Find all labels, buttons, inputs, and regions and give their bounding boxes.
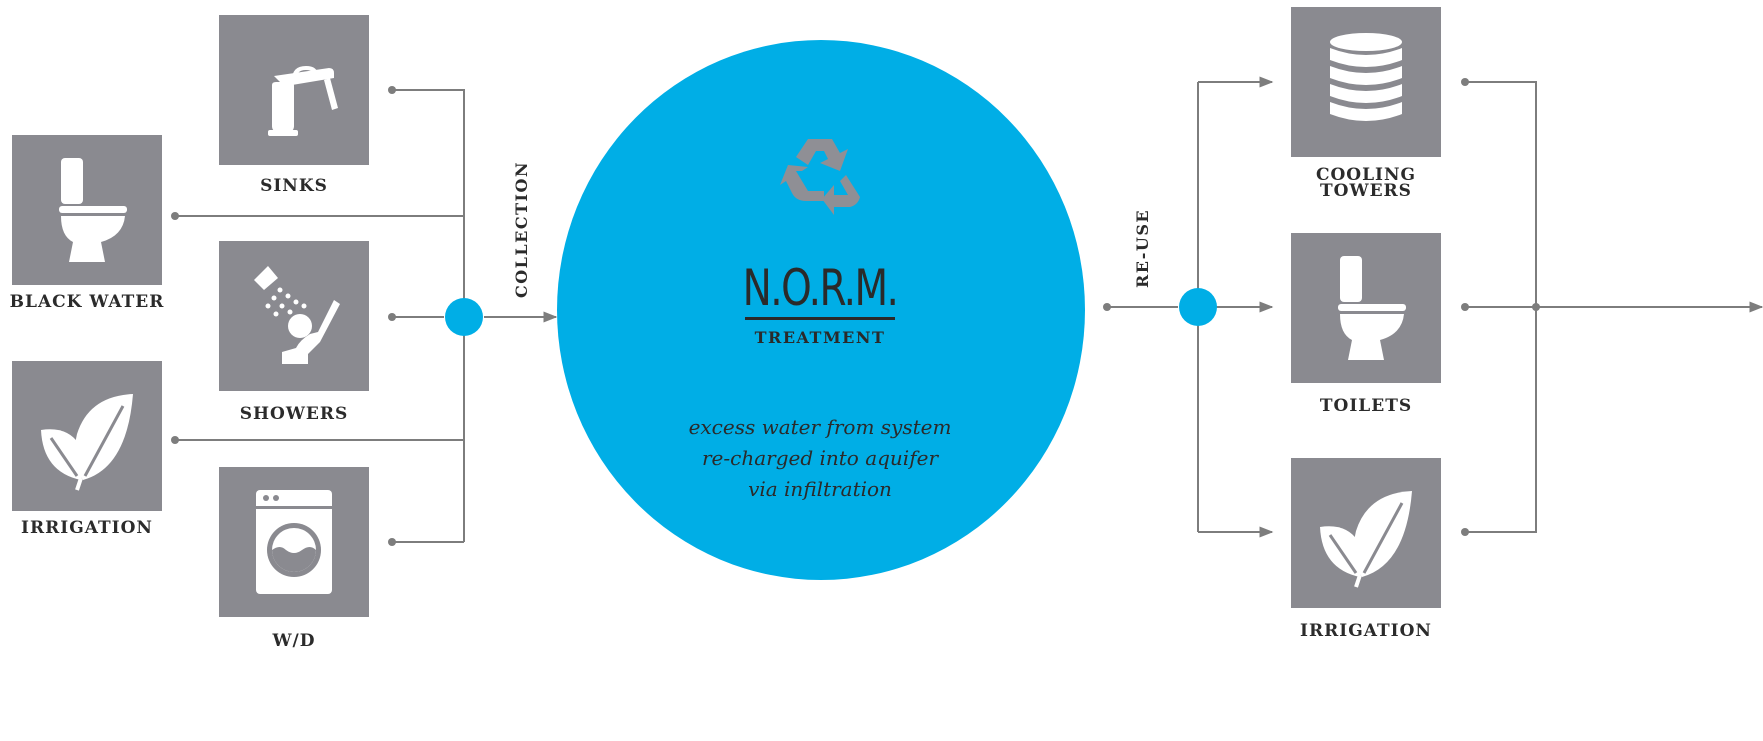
connector-dot bbox=[388, 313, 396, 321]
treatment-circle bbox=[557, 40, 1085, 580]
toilet-icon bbox=[59, 158, 127, 262]
cooling-towers-tile bbox=[1291, 7, 1441, 157]
connector-dot bbox=[388, 538, 396, 546]
junction-dot bbox=[1532, 303, 1540, 311]
irrigation-source-tile bbox=[12, 361, 162, 511]
reuse-label: RE-USE bbox=[1133, 208, 1152, 288]
connector-dot bbox=[1461, 78, 1469, 86]
irrigation-dest-label: IRRIGATION bbox=[1300, 621, 1432, 641]
connector-dot bbox=[1461, 303, 1469, 311]
connector-dot bbox=[171, 212, 179, 220]
connector-dot bbox=[1103, 303, 1111, 311]
reuse-node bbox=[1179, 288, 1217, 326]
wd-label: W/D bbox=[272, 631, 316, 651]
collection-label: COLLECTION bbox=[512, 160, 531, 298]
treatment-title: N.O.R.M. bbox=[742, 259, 899, 317]
connector-dot bbox=[388, 86, 396, 94]
leaf-icon bbox=[1320, 491, 1412, 588]
toilets-label: TOILETS bbox=[1319, 396, 1413, 416]
black-water-label: BLACK WATER bbox=[9, 292, 165, 312]
toilets-tile bbox=[1291, 233, 1441, 383]
black-water-tile bbox=[12, 135, 162, 285]
recycle-icon bbox=[780, 139, 860, 215]
irrigation-dest-tile bbox=[1291, 458, 1441, 608]
toilet-icon bbox=[1338, 256, 1406, 360]
sinks-connector bbox=[392, 89, 465, 542]
showers-tile bbox=[219, 241, 369, 391]
washing-machine-icon bbox=[256, 490, 332, 594]
cooling-towers-label: COOLING TOWERS bbox=[1315, 165, 1417, 201]
connector-dot bbox=[1461, 528, 1469, 536]
irrigation-source-label: IRRIGATION bbox=[21, 518, 153, 538]
leaf-icon bbox=[41, 394, 133, 491]
treatment-note: excess water from system re-charged into… bbox=[688, 415, 952, 501]
title-underline bbox=[745, 317, 895, 320]
showers-label: SHOWERS bbox=[239, 404, 349, 424]
sinks-label: SINKS bbox=[260, 176, 328, 196]
treatment-subtitle: TREATMENT bbox=[754, 328, 886, 347]
wd-tile bbox=[219, 467, 369, 617]
cooling-tower-icon bbox=[1330, 33, 1402, 121]
connector-dot bbox=[171, 436, 179, 444]
faucet-icon bbox=[268, 65, 338, 136]
collection-node bbox=[445, 298, 483, 336]
sinks-tile bbox=[219, 15, 369, 165]
shower-icon bbox=[254, 266, 340, 364]
